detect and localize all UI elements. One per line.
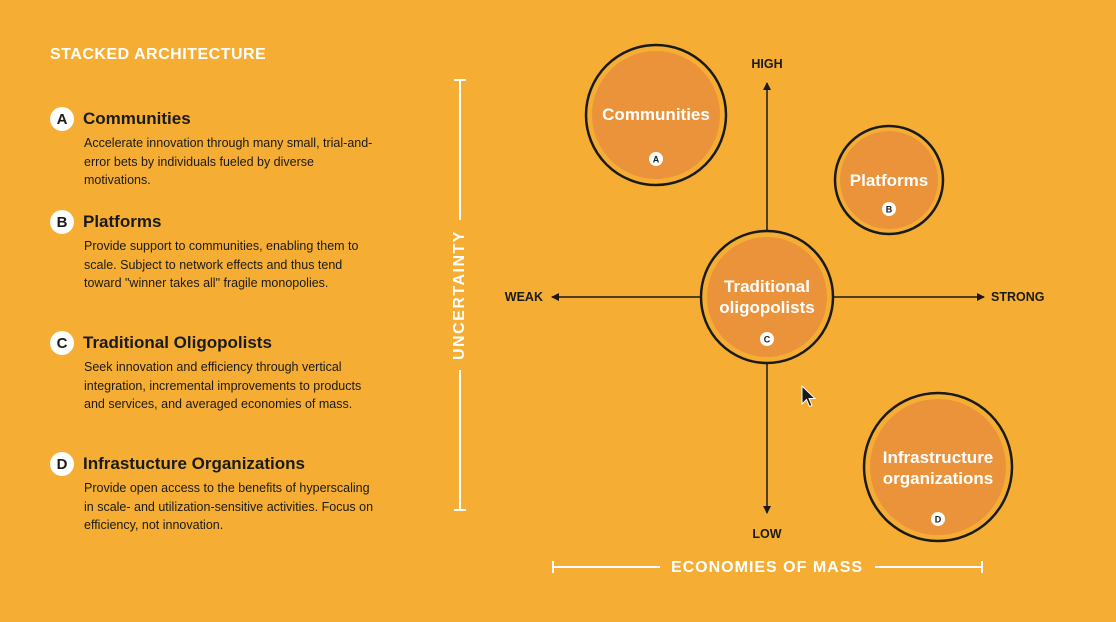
axis-label-high: HIGH xyxy=(751,57,782,71)
uncertainty-axis-title: UNCERTAINTY xyxy=(451,230,468,360)
node-badge: D xyxy=(935,515,942,525)
node-traditional-oligopolists: Traditional oligopolists C xyxy=(699,229,835,365)
mouse-cursor-icon xyxy=(801,384,817,408)
axis-label-low: LOW xyxy=(752,527,781,541)
node-infrastructure-organizations: Infrastructure organizations D xyxy=(862,391,1014,543)
legend-description: Accelerate innovation through many small… xyxy=(84,136,373,187)
page-title: STACKED ARCHITECTURE xyxy=(50,46,267,63)
legend-description: Provide open access to the benefits of h… xyxy=(84,481,374,532)
node-label: Communities xyxy=(602,105,710,124)
axis-label-weak: WEAK xyxy=(505,290,543,304)
node-badge: C xyxy=(764,335,771,345)
badge-c: C xyxy=(50,331,74,355)
node-label: Platforms xyxy=(850,171,928,190)
legend-description: Seek innovation and efficiency through v… xyxy=(84,360,362,411)
legend-title: Infrastucture Organizations xyxy=(83,454,305,473)
node-badge: B xyxy=(886,205,893,215)
economies-bracket: ECONOMIES OF MASS xyxy=(552,559,983,576)
badge-d: D xyxy=(50,452,74,476)
legend-item-infrastructure: D Infrastucture Organizations Provide op… xyxy=(50,452,380,535)
node-label-line2: oligopolists xyxy=(719,298,814,317)
node-communities: Communities A xyxy=(584,43,728,187)
legend-item-communities: A Communities Accelerate innovation thro… xyxy=(50,107,380,190)
badge-a: A xyxy=(50,107,74,131)
uncertainty-bracket: UNCERTAINTY xyxy=(451,79,468,511)
legend-title: Traditional Oligopolists xyxy=(83,333,272,352)
node-badge: A xyxy=(653,155,660,165)
node-label: Traditional xyxy=(724,277,810,296)
legend-title: Platforms xyxy=(83,212,162,231)
economies-axis-title: ECONOMIES OF MASS xyxy=(671,559,863,576)
legend-title: Communities xyxy=(83,109,191,128)
legend-description: Provide support to communities, enabling… xyxy=(84,239,359,290)
axis-label-strong: STRONG xyxy=(991,290,1044,304)
legend-item-platforms: B Platforms Provide support to communiti… xyxy=(50,210,380,293)
node-label-line2: organizations xyxy=(883,469,994,488)
node-platforms: Platforms B xyxy=(833,124,945,236)
legend-item-traditional-oligopolists: C Traditional Oligopolists Seek innovati… xyxy=(50,331,380,414)
badge-b: B xyxy=(50,210,74,234)
node-label: Infrastructure xyxy=(883,448,994,467)
